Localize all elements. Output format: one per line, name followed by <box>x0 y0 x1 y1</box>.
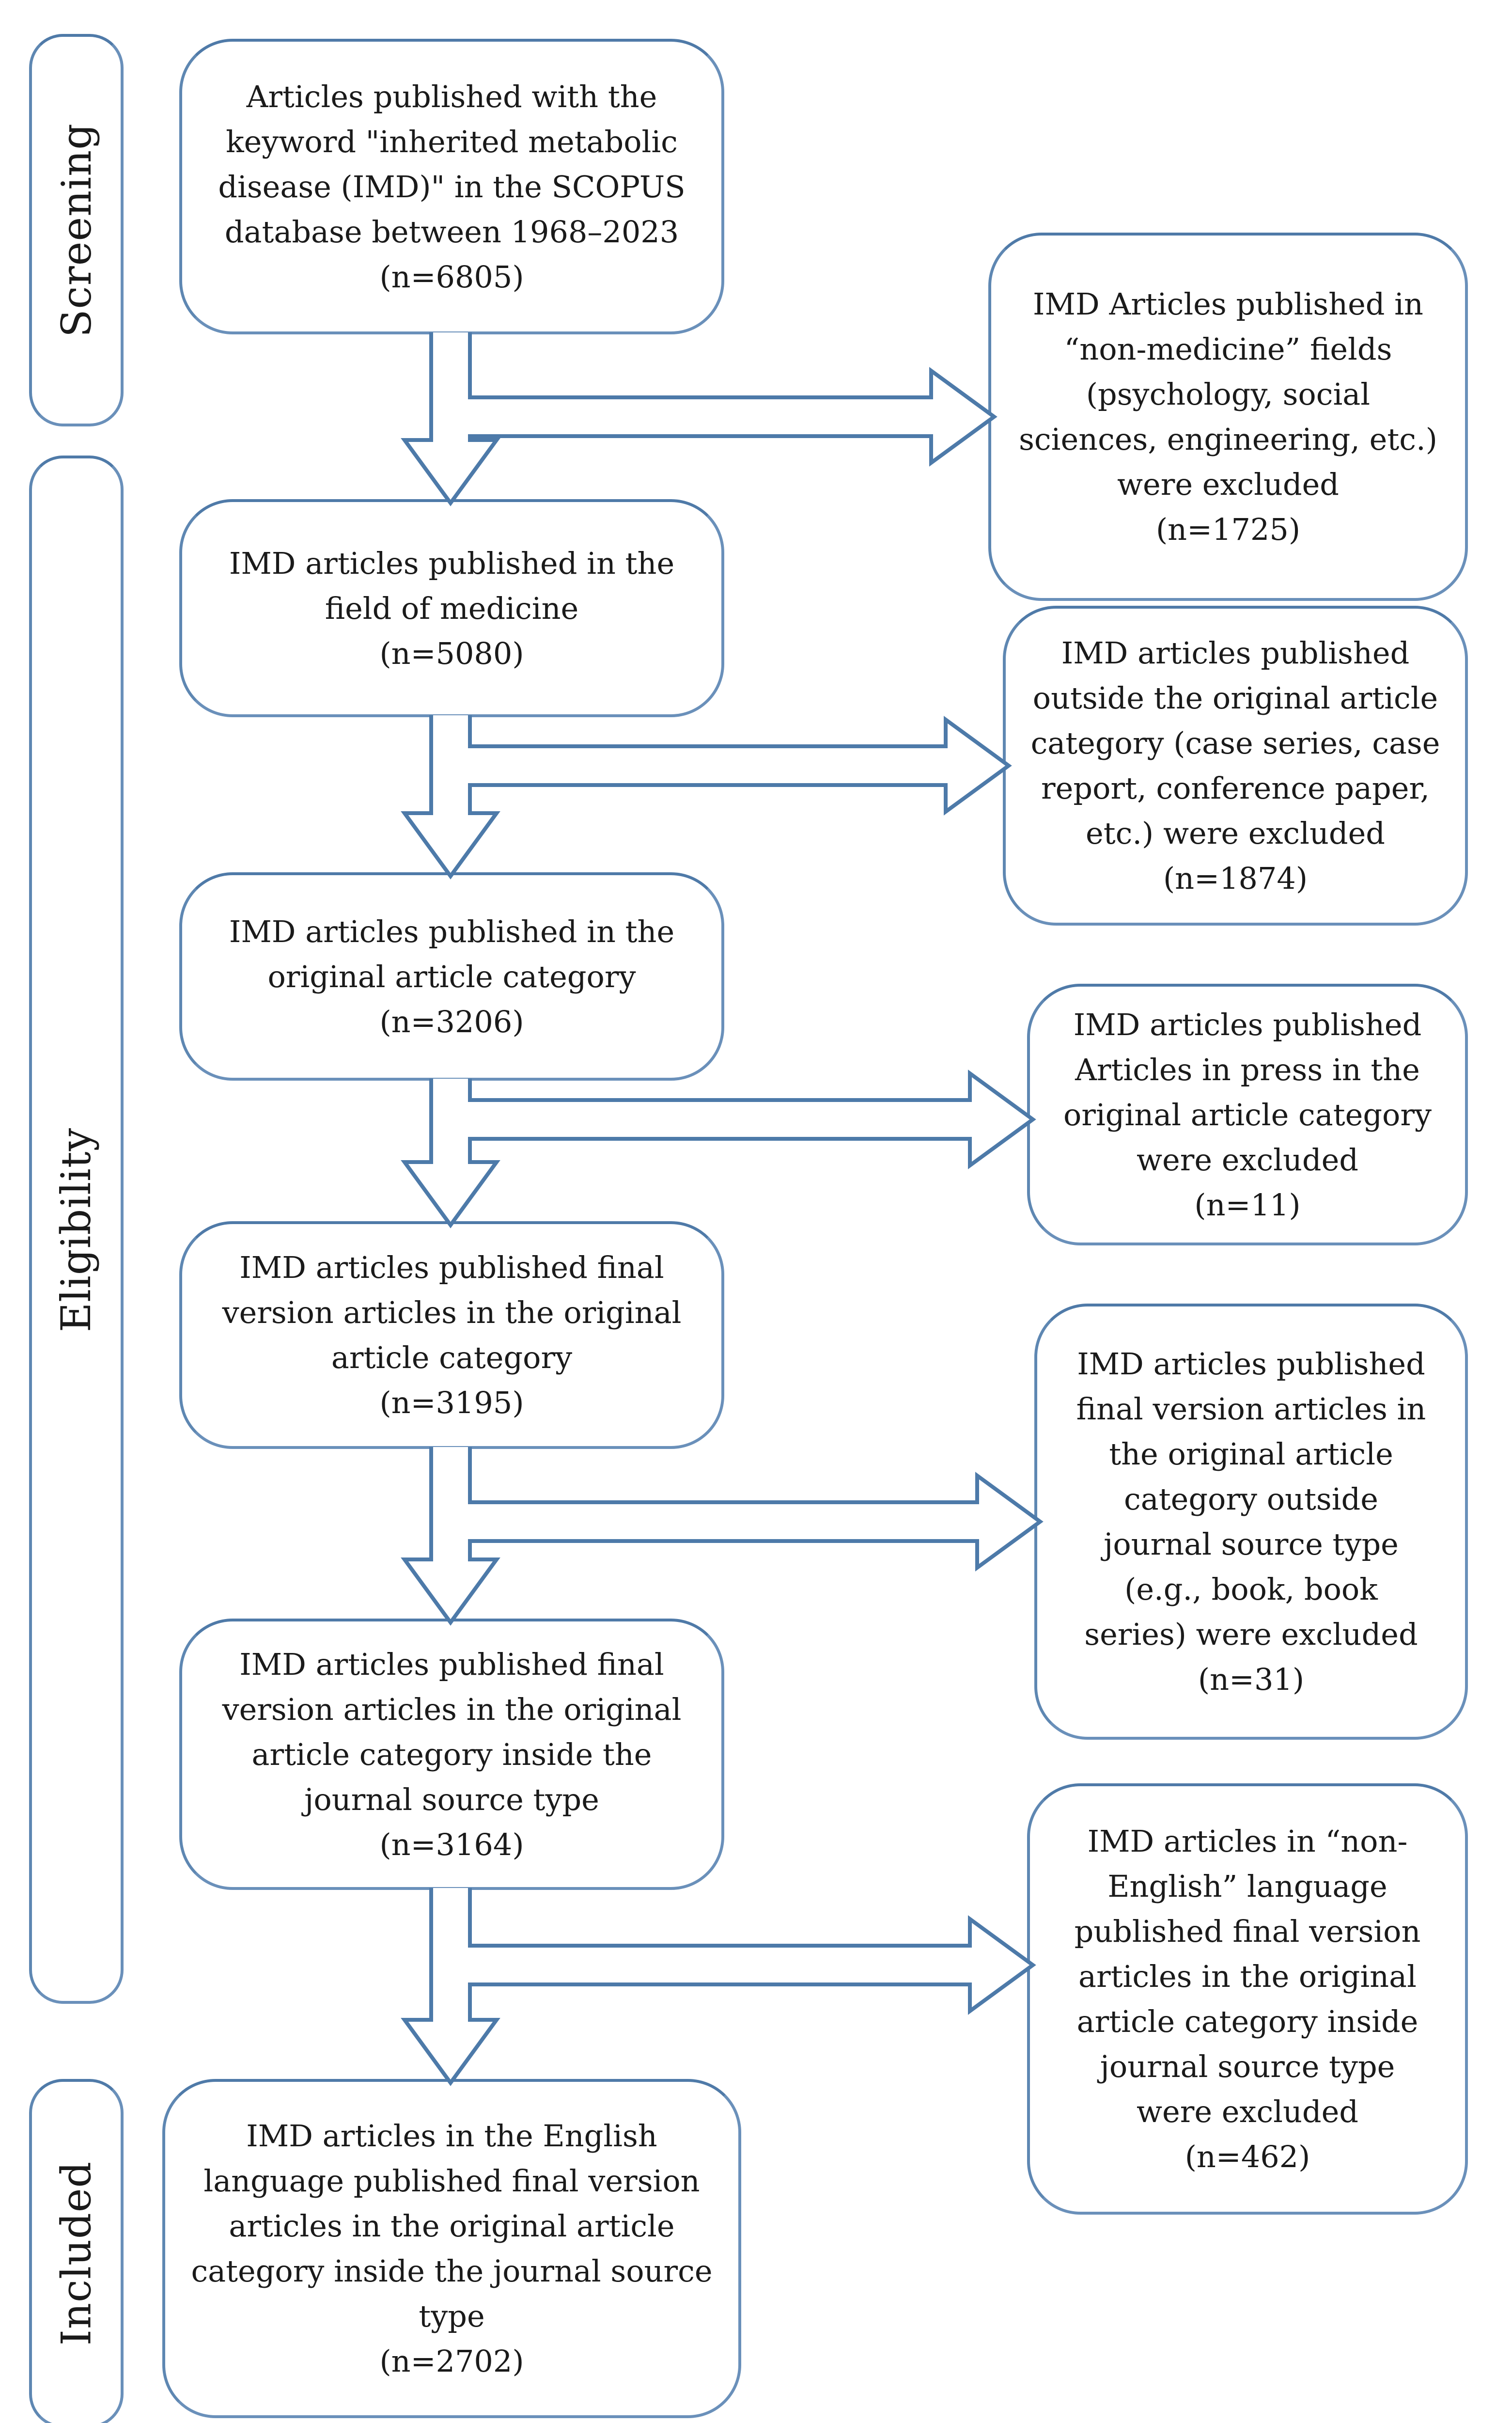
right-arrow-icon <box>468 1915 1036 2015</box>
down-arrow-icon <box>401 715 500 880</box>
excluded-box-text: IMD articles in “non- English” language … <box>1074 1824 1421 2129</box>
excluded-box-outside-journal: IMD articles published final version art… <box>1034 1304 1468 1740</box>
flow-box-count: (n=3164) <box>379 1826 524 1862</box>
flow-box-count: (n=3206) <box>379 1004 524 1039</box>
flow-box-count: (n=6805) <box>379 259 524 295</box>
excluded-box-count: (n=11) <box>1194 1187 1301 1223</box>
stage-box-screening: Screening <box>29 34 124 426</box>
excluded-box-outside-category: IMD articles published outside the origi… <box>1003 606 1468 926</box>
flow-box-text: IMD articles published final version art… <box>222 1250 682 1375</box>
right-arrow-icon <box>468 367 998 467</box>
excluded-box-count: (n=1874) <box>1163 861 1308 896</box>
excluded-box-count: (n=462) <box>1185 2139 1310 2174</box>
right-arrow-icon <box>468 1070 1036 1169</box>
flow-box-text: IMD articles published in the field of m… <box>229 545 675 626</box>
excluded-box-non-english: IMD articles in “non- English” language … <box>1027 1783 1468 2215</box>
stage-label-screening: Screening <box>52 123 100 338</box>
flow-box-text: IMD articles published in the original a… <box>229 913 675 994</box>
excluded-box-count: (n=31) <box>1198 1662 1305 1697</box>
flow-box-count: (n=3195) <box>379 1385 524 1420</box>
excluded-box-text: IMD articles published outside the origi… <box>1030 635 1440 851</box>
flow-box-text: IMD articles in the English language pub… <box>191 2118 713 2334</box>
excluded-box-non-medicine: IMD Articles published in “non-medicine”… <box>988 233 1468 601</box>
flow-box-included-final: IMD articles in the English language pub… <box>162 2079 741 2418</box>
excluded-box-text: IMD articles published Articles in press… <box>1063 1007 1432 1178</box>
flow-box-original-category: IMD articles published in the original a… <box>179 872 724 1081</box>
flow-box-journal-source: IMD articles published final version art… <box>179 1619 724 1890</box>
excluded-box-text: IMD articles published final version art… <box>1076 1346 1426 1652</box>
flow-box-count: (n=2702) <box>379 2344 524 2379</box>
stage-label-included: Included <box>52 2161 100 2346</box>
flow-box-identified: Articles published with the keyword "inh… <box>179 39 724 334</box>
down-arrow-icon <box>401 332 500 506</box>
down-arrow-icon <box>401 1447 500 1626</box>
excluded-box-text: IMD Articles published in “non-medicine”… <box>1019 286 1437 502</box>
stage-label-eligibility: Eligibility <box>52 1127 100 1332</box>
right-arrow-icon <box>468 1472 1044 1572</box>
flow-box-text: Articles published with the keyword "inh… <box>218 79 686 250</box>
excluded-box-in-press: IMD articles published Articles in press… <box>1027 984 1468 1245</box>
flow-box-medicine-field: IMD articles published in the field of m… <box>179 499 724 717</box>
stage-box-included: Included <box>29 2079 124 2423</box>
flow-box-count: (n=5080) <box>379 635 524 671</box>
excluded-box-count: (n=1725) <box>1155 512 1301 547</box>
flow-box-text: IMD articles published final version art… <box>222 1646 682 1817</box>
down-arrow-icon <box>401 1079 500 1228</box>
flow-box-final-version: IMD articles published final version art… <box>179 1221 724 1449</box>
stage-box-eligibility: Eligibility <box>29 456 124 2004</box>
right-arrow-icon <box>468 716 1012 816</box>
down-arrow-icon <box>401 1888 500 2086</box>
